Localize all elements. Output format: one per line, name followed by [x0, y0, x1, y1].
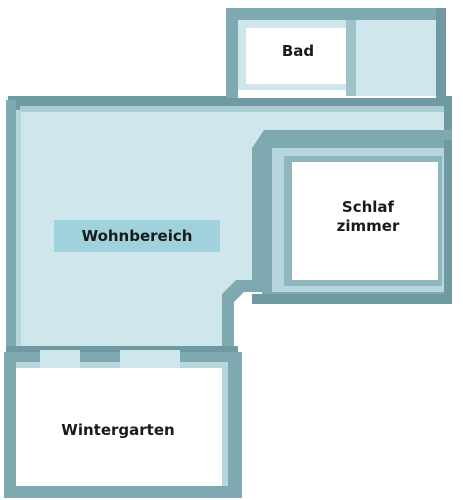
- wohnbereich-floor: [12, 104, 446, 354]
- schlaf-outer-bottom: [252, 294, 452, 304]
- wall-right-upper: [444, 96, 452, 144]
- room-label-wohnbereich: Wohnbereich: [54, 220, 220, 252]
- room-label-wintergarten: Wintergarten: [61, 420, 175, 439]
- winter-wall-left: [4, 352, 16, 498]
- wall-top: [8, 96, 448, 110]
- room-label-bad: Bad: [264, 32, 332, 70]
- winter-door-gap-right: [120, 350, 180, 368]
- bad-inner-right: [356, 20, 436, 96]
- bad-wall-far-right: [436, 8, 446, 104]
- wall-step-lower: [222, 280, 262, 356]
- wall-top-highlight: [20, 106, 448, 112]
- winter-wall-bottom: [4, 486, 242, 498]
- winter-floor: [16, 368, 228, 486]
- bad-wall-right: [346, 20, 356, 96]
- wall-left: [6, 100, 16, 356]
- room-label-schlafzimmer: Schlaf zimmer: [306, 176, 430, 258]
- bad-wall-outer-top: [226, 8, 446, 20]
- winter-inner-right: [222, 368, 228, 486]
- bad-wall-outer-left: [226, 8, 238, 98]
- schlaf-outer-right: [444, 140, 452, 302]
- winter-wall-right: [228, 352, 242, 498]
- wall-left-highlight: [16, 110, 21, 354]
- winter-door-gap-left: [40, 350, 80, 368]
